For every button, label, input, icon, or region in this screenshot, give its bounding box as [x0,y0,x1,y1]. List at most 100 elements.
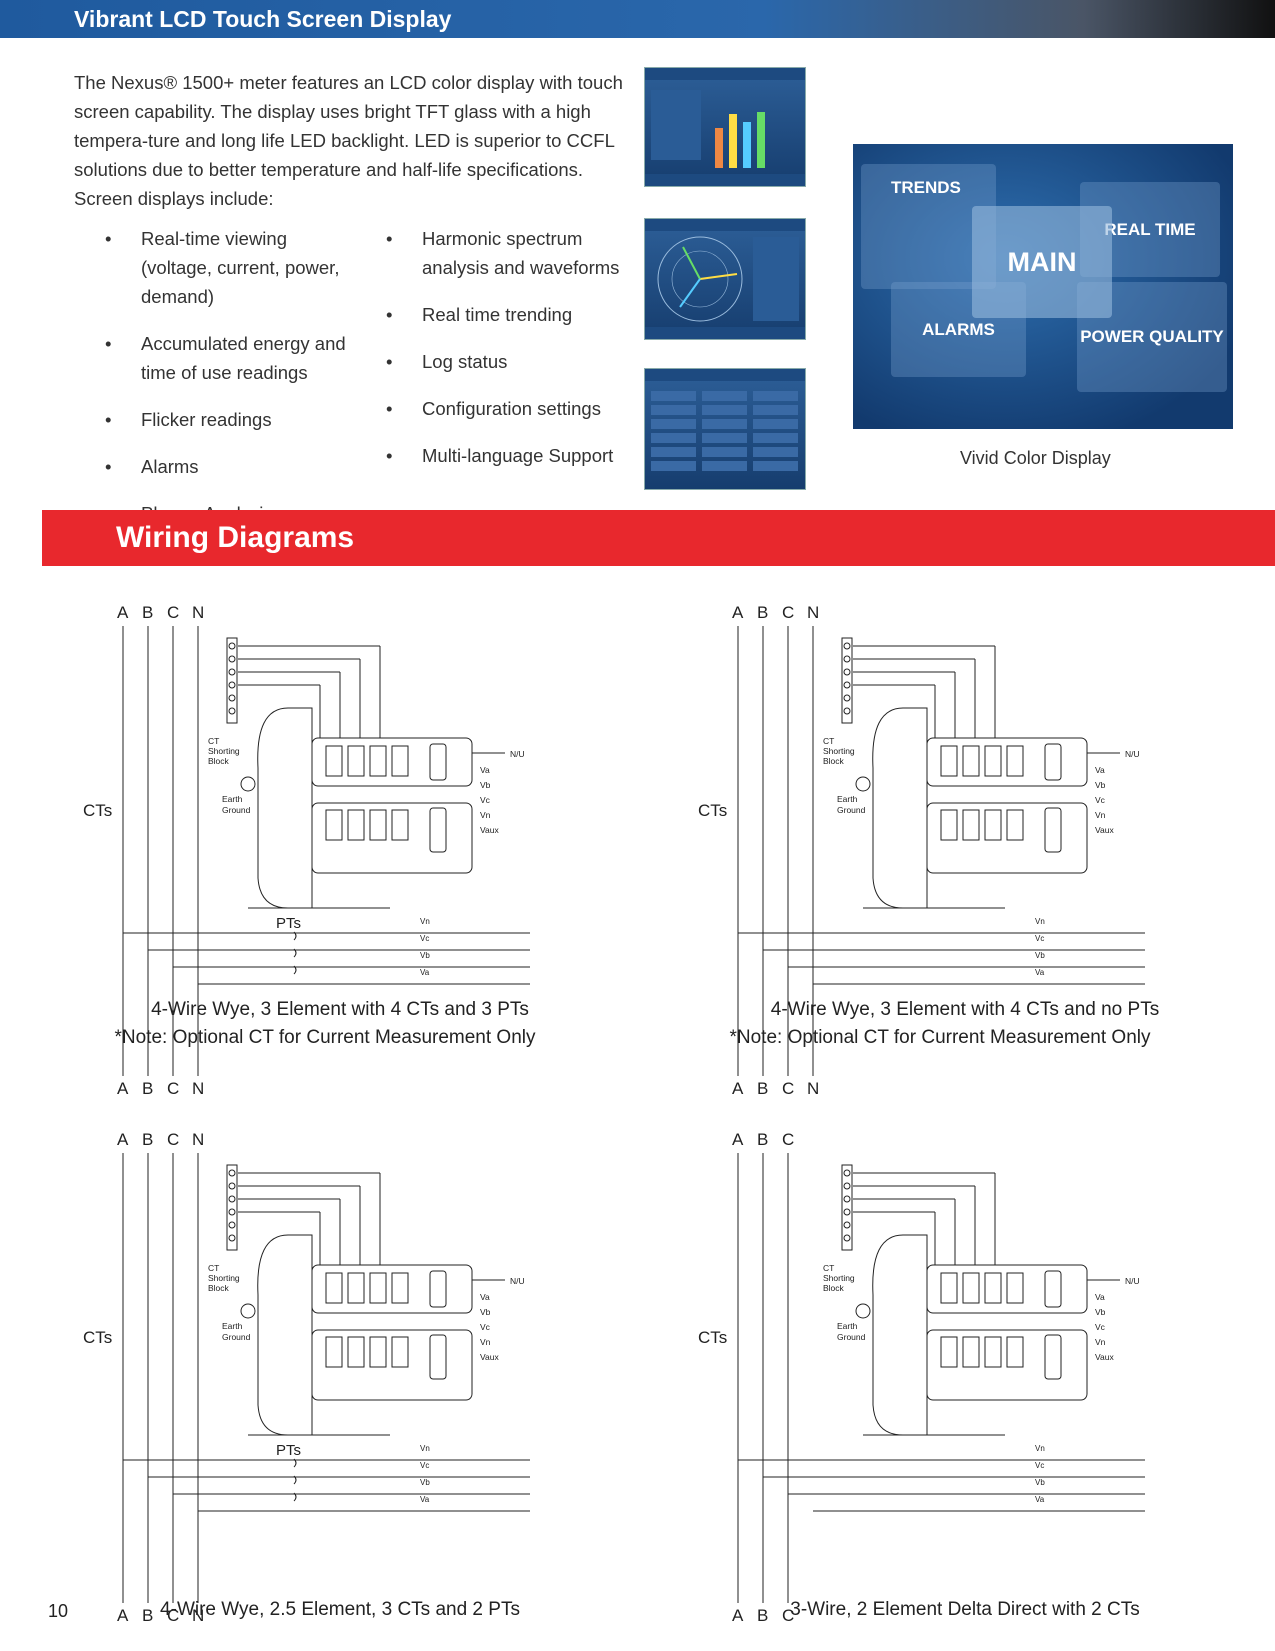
phase-label-top: C [782,1130,794,1149]
list-item: Multi-language Support [386,441,626,470]
phase-label-bottom: N [192,1079,204,1098]
terminal-label: Va [1095,765,1105,775]
phase-label-top: A [732,1130,744,1149]
list-item: Configuration settings [386,394,626,423]
phase-label-bottom: C [782,1606,794,1625]
phase-label-top: C [782,603,794,622]
pt-line-label: Vc [420,934,429,943]
earth-ground-label: Ground [222,805,251,815]
pt-line-label: Vn [420,917,430,926]
nu-label: N/U [1125,1276,1140,1286]
phase-label-bottom: A [117,1606,129,1625]
pt-line-label: Vc [1035,934,1044,943]
phase-label-bottom: C [167,1079,179,1098]
wiring-diagram: AABBCCNNCTsCTShortingBlockEarthGroundVaV… [83,1130,530,1625]
nu-label: N/U [1125,749,1140,759]
earth-ground-label: Ground [222,1332,251,1342]
ct-block-label: Shorting [208,746,240,756]
earth-ground-label: Earth [222,1321,243,1331]
list-item: Real time trending [386,300,626,329]
phase-label-top: B [757,603,768,622]
terminal-label: Vaux [480,825,499,835]
phase-label-bottom: A [732,1606,744,1625]
phase-label-bottom: B [142,1079,153,1098]
phase-label-bottom: A [732,1079,744,1098]
cts-label: CTs [83,1328,112,1347]
wiring-diagram: AABBCCNNCTsCTShortingBlockEarthGroundVaV… [698,603,1159,1098]
earth-ground-label: Earth [837,1321,858,1331]
section-header-wiring: Wiring Diagrams [42,510,1275,566]
main-screen-image: TRENDS REAL TIME ALARMS POWER QUALITY MA… [853,144,1233,429]
terminal-label: Vaux [1095,1352,1114,1362]
terminal-label: Vc [1095,795,1106,805]
pt-line-label: Va [420,1495,430,1504]
section-header-lcd: Vibrant LCD Touch Screen Display [0,0,1275,38]
pt-line-label: Vn [1035,1444,1045,1453]
list-item: Real-time viewing (voltage, current, pow… [105,224,355,311]
ct-block-label: Shorting [823,746,855,756]
terminal-label: Vb [480,1307,491,1317]
terminal-label: Vaux [480,1352,499,1362]
pt-line-label: Vb [1035,1478,1045,1487]
phase-label-bottom: B [142,1606,153,1625]
section-title: Vibrant LCD Touch Screen Display [74,6,452,32]
ct-block-label: Block [823,1283,845,1293]
pt-line-label: Vn [1035,917,1045,926]
diagram-note: *Note: Optional CT for Current Measureme… [730,1027,1151,1048]
diagram-caption: 4-Wire Wye, 3 Element with 4 CTs and 3 P… [151,999,529,1020]
list-item: Harmonic spectrum analysis and waveforms [386,224,626,282]
pt-line-label: Vc [1035,1461,1044,1470]
terminal-label: Vn [1095,1337,1106,1347]
cts-label: CTs [83,801,112,820]
pt-line-label: Vb [420,1478,430,1487]
ct-block-label: CT [823,736,834,746]
ct-block-label: CT [208,1263,219,1273]
terminal-label: Vn [1095,810,1106,820]
page-number: 10 [48,1601,69,1621]
list-item: Flicker readings [105,405,355,434]
list-item: Log status [386,347,626,376]
phase-label-bottom: A [117,1079,129,1098]
pt-line-label: Va [420,968,430,977]
earth-ground-label: Ground [837,805,866,815]
phase-label-bottom: B [757,1606,768,1625]
terminal-label: Vc [480,1322,491,1332]
tile-main: MAIN [972,206,1112,318]
ct-block-label: Block [208,1283,230,1293]
nu-label: N/U [510,1276,525,1286]
nu-label: N/U [510,749,525,759]
ct-block-label: CT [208,736,219,746]
diagram-caption: 4-Wire Wye, 2.5 Element, 3 CTs and 2 PTs [160,1599,520,1620]
pt-line-label: Vb [420,951,430,960]
pts-label: PTs [276,915,301,932]
phase-label-bottom: C [782,1079,794,1098]
section-title: Wiring Diagrams [116,521,355,554]
phase-label-top: A [732,603,744,622]
ct-block-label: Block [208,756,230,766]
ct-block-label: Shorting [208,1273,240,1283]
terminal-label: Vaux [1095,825,1114,835]
phase-label-bottom: N [807,1079,819,1098]
earth-ground-label: Ground [837,1332,866,1342]
phase-label-top: C [167,603,179,622]
pt-line-label: Vc [420,1461,429,1470]
pt-line-label: Va [1035,1495,1045,1504]
terminal-label: Vc [1095,1322,1106,1332]
terminal-label: Vb [1095,780,1106,790]
earth-ground-label: Earth [222,794,243,804]
terminal-label: Vc [480,795,491,805]
ct-block-label: Block [823,756,845,766]
diagram-caption: 3-Wire, 2 Element Delta Direct with 2 CT… [790,1599,1140,1620]
bullet-list-right: Harmonic spectrum analysis and waveforms… [386,224,626,488]
diagram-note: *Note: Optional CT for Current Measureme… [115,1027,536,1048]
terminal-label: Va [1095,1292,1105,1302]
phase-label-top: C [167,1130,179,1149]
wiring-diagram: AABBCCCTsCTShortingBlockEarthGroundVaVbV… [698,1130,1145,1625]
phase-label-top: N [807,603,819,622]
pt-line-label: Vb [1035,951,1045,960]
diagram-caption: 4-Wire Wye, 3 Element with 4 CTs and no … [771,999,1159,1020]
menu-screen-thumbnail [644,368,806,490]
phasor-screen-thumbnail [644,218,806,340]
pt-line-label: Vn [420,1444,430,1453]
terminal-label: Vb [1095,1307,1106,1317]
